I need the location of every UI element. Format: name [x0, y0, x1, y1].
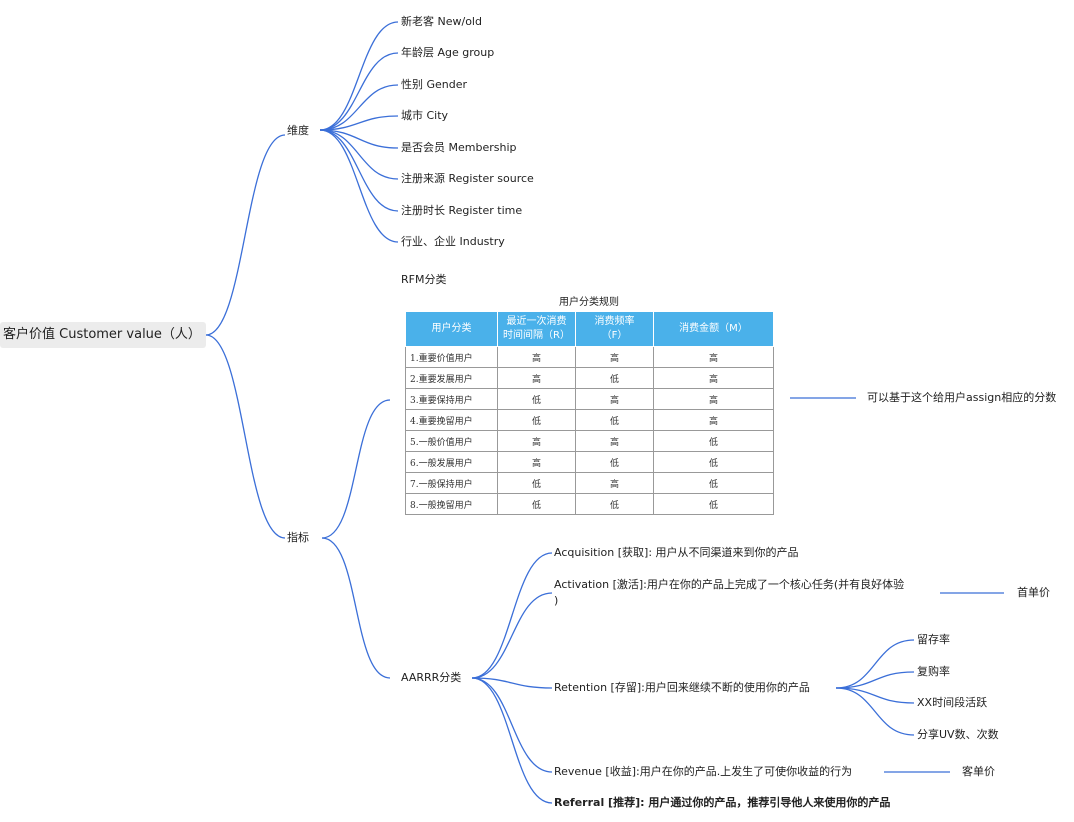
link-metrics-aarrr [321, 537, 391, 679]
metrics-node[interactable]: 指标 [287, 531, 309, 544]
rfm-value-cell: 低 [653, 493, 774, 515]
rfm-header-cell: 消费金额（M） [653, 311, 774, 347]
aarrr-revenue[interactable]: Revenue [收益]:用户在你的产品.上发生了可使你收益的行为 [554, 765, 853, 778]
aarrr-activation[interactable]: Activation [激活]:用户在你的产品上完成了一个核心任务(并有良好体验… [554, 578, 904, 608]
rfm-note[interactable]: 可以基于这个给用户assign相应的分数 [867, 391, 1057, 404]
rfm-table-row: 6.一般发展用户高低低 [405, 451, 774, 473]
retention-child[interactable]: XX时间段活跃 [917, 696, 988, 709]
dimension-item[interactable]: 城市 City [401, 109, 449, 122]
aarrr-referral[interactable]: Referral [推荐]: 用户通过你的产品，推荐引导他人来使用你的产品 [554, 796, 891, 809]
rfm-value-cell: 低 [497, 388, 576, 410]
link-metrics-rfm [321, 399, 391, 539]
revenue-child[interactable]: 客单价 [962, 765, 995, 778]
rfm-table-row: 5.一般价值用户高高低 [405, 430, 774, 452]
rfm-category-cell: 2.重要发展用户 [405, 367, 498, 389]
rfm-header-cell: 用户分类 [405, 311, 498, 347]
rfm-category-cell: 3.重要保持用户 [405, 388, 498, 410]
rfm-table-row: 2.重要发展用户高低高 [405, 367, 774, 389]
rfm-category-cell: 4.重要挽留用户 [405, 409, 498, 431]
rfm-value-cell: 高 [497, 430, 576, 452]
rfm-header-cell: 消费频率 （F） [575, 311, 654, 347]
rfm-table-row: 8.一般挽留用户低低低 [405, 493, 774, 515]
retention-child[interactable]: 分享UV数、次数 [917, 728, 999, 741]
dimension-item[interactable]: 年龄层 Age group [401, 46, 495, 59]
rfm-header-row: 用户分类 最近一次消费 时间间隔（R） 消费频率 （F） 消费金额（M） [405, 311, 774, 347]
rfm-value-cell: 高 [653, 409, 774, 431]
rfm-table-row: 4.重要挽留用户低低高 [405, 409, 774, 431]
rfm-value-cell: 高 [497, 367, 576, 389]
rfm-value-cell: 低 [497, 472, 576, 494]
dimension-item[interactable]: 新老客 New/old [401, 15, 482, 28]
rfm-category-cell: 6.一般发展用户 [405, 451, 498, 473]
rfm-value-cell: 高 [575, 346, 654, 368]
rfm-category-cell: 1.重要价值用户 [405, 346, 498, 368]
rfm-category-cell: 5.一般价值用户 [405, 430, 498, 452]
dimension-item[interactable]: 性别 Gender [401, 78, 468, 91]
rfm-value-cell: 低 [575, 367, 654, 389]
dimension-item[interactable]: 是否会员 Membership [401, 141, 517, 154]
aarrr-node[interactable]: AARRR分类 [401, 671, 462, 684]
rfm-value-cell: 低 [497, 493, 576, 515]
rfm-table-container: 用户分类规则 用户分类 最近一次消费 时间间隔（R） 消费频率 （F） 消费金额… [405, 295, 774, 515]
rfm-category-cell: 8.一般挽留用户 [405, 493, 498, 515]
rfm-value-cell: 低 [653, 451, 774, 473]
link-root-metrics [205, 334, 286, 539]
dimension-node[interactable]: 维度 [287, 124, 309, 137]
rfm-table-row: 7.一般保持用户低高低 [405, 472, 774, 494]
dimension-item[interactable]: 注册时长 Register time [401, 204, 523, 217]
rfm-value-cell: 低 [497, 409, 576, 431]
rfm-value-cell: 低 [653, 472, 774, 494]
rfm-node[interactable]: RFM分类 [401, 273, 447, 286]
rfm-value-cell: 低 [653, 430, 774, 452]
rfm-table: 用户分类 最近一次消费 时间间隔（R） 消费频率 （F） 消费金额（M） 1.重… [405, 311, 774, 515]
rfm-value-cell: 高 [497, 346, 576, 368]
retention-child[interactable]: 复购率 [917, 665, 950, 678]
rfm-value-cell: 低 [575, 493, 654, 515]
aarrr-acquisition[interactable]: Acquisition [获取]: 用户从不同渠道来到你的产品 [554, 546, 799, 559]
aarrr-activation-line1: Activation [激活]:用户在你的产品上完成了一个核心任务(并有良好体验 [554, 578, 905, 591]
link-root-dimension [205, 134, 286, 336]
rfm-table-title: 用户分类规则 [559, 297, 619, 308]
dimension-item[interactable]: 行业、企业 Industry [401, 235, 505, 248]
rfm-value-cell: 高 [653, 346, 774, 368]
retention-child[interactable]: 留存率 [917, 633, 950, 646]
rfm-value-cell: 高 [575, 388, 654, 410]
rfm-value-cell: 高 [575, 472, 654, 494]
rfm-value-cell: 低 [575, 451, 654, 473]
rfm-table-row: 3.重要保持用户低高高 [405, 388, 774, 410]
activation-child[interactable]: 首单价 [1017, 586, 1050, 599]
rfm-value-cell: 低 [575, 409, 654, 431]
rfm-value-cell: 高 [653, 367, 774, 389]
rfm-table-row: 1.重要价值用户高高高 [405, 346, 774, 368]
aarrr-activation-line2: ) [554, 594, 559, 607]
rfm-value-cell: 高 [497, 451, 576, 473]
root-node[interactable]: 客户价值 Customer value（人） [0, 322, 206, 348]
rfm-value-cell: 高 [575, 430, 654, 452]
rfm-category-cell: 7.一般保持用户 [405, 472, 498, 494]
dimension-item[interactable]: 注册来源 Register source [401, 172, 534, 185]
rfm-header-cell: 最近一次消费 时间间隔（R） [497, 311, 576, 347]
rfm-value-cell: 高 [653, 388, 774, 410]
aarrr-retention[interactable]: Retention [存留]:用户回来继续不断的使用你的产品 [554, 681, 810, 694]
